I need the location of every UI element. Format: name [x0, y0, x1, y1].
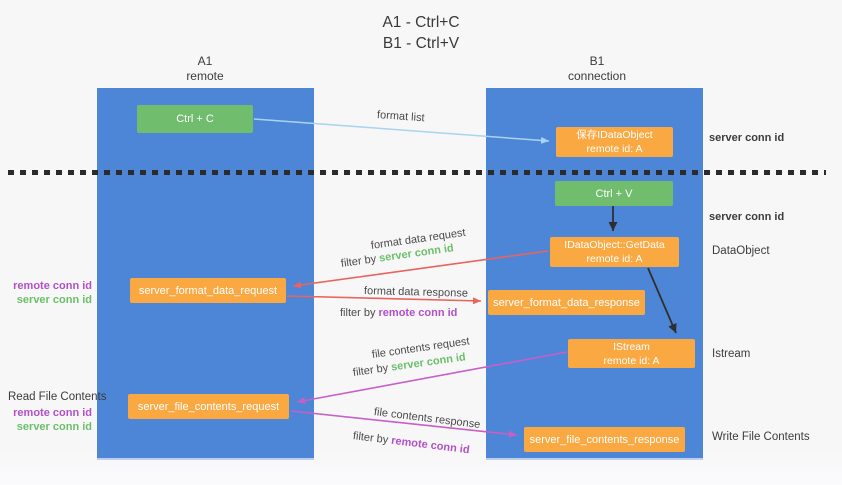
- node-istream-line2: remote id: A: [603, 354, 660, 367]
- label-server-conn-id-1: server conn id: [16, 294, 92, 306]
- label-read-file-contents: Read File Contents: [8, 391, 107, 403]
- label-remote-conn-id-1: remote conn id: [13, 280, 92, 292]
- node-getdata-line1: IDataObject::GetData: [564, 239, 665, 251]
- node-file-request-label: server_file_contents_request: [137, 400, 280, 413]
- node-ctrl-c-label: Ctrl + C: [176, 113, 214, 125]
- node-save-idataobject-line1: 保存IDataObject: [576, 129, 653, 141]
- node-file-response-label: server_file_contents_response: [529, 433, 680, 446]
- node-format-response-label: server_format_data_response: [493, 296, 640, 309]
- node-server-format-data-request: server_format_data_request: [130, 278, 286, 303]
- title-line-a1: A1 - Ctrl+C: [382, 14, 460, 31]
- column-a1-title: A1: [197, 54, 213, 68]
- label-format-data-response: format data response: [363, 285, 469, 300]
- label-group-conn-ids-1: remote conn id server conn id: [0, 279, 92, 307]
- filter-prefix: filter by: [340, 253, 377, 270]
- column-b1-title: B1: [589, 54, 605, 68]
- label-write-file-contents: Write File Contents: [712, 431, 810, 443]
- column-a1-subtitle: remote: [186, 69, 224, 83]
- label-istream: Istream: [712, 348, 751, 360]
- filter-prefix: filter by: [352, 362, 389, 379]
- diagram-title: A1 - Ctrl+C B1 - Ctrl+V: [0, 12, 842, 54]
- label-server-conn-id-top: server conn id: [709, 132, 785, 144]
- title-line-b1: B1 - Ctrl+V: [382, 35, 460, 52]
- label-server-conn-id-mid: server conn id: [709, 211, 785, 223]
- column-header-a1: A1 remote: [145, 54, 265, 84]
- node-format-request-label: server_format_data_request: [138, 284, 278, 297]
- node-istream-line1: IStream: [613, 340, 650, 353]
- label-filter-remote-conn-1: filter by remote conn id: [340, 307, 457, 319]
- label-remote-conn-id-2: remote conn id: [13, 407, 92, 419]
- label-filter-remote-conn-2: filter by remote conn id: [352, 430, 470, 456]
- node-ctrl-v: Ctrl + V: [555, 181, 673, 206]
- node-istream: IStream remote id: A: [568, 339, 695, 368]
- label-group-conn-ids-2: remote conn id server conn id: [0, 406, 92, 434]
- node-idataobject-getdata: IDataObject::GetData remote id: A: [550, 237, 679, 267]
- node-save-idataobject: 保存IDataObject remote id: A: [556, 127, 673, 157]
- column-header-b1: B1 connection: [537, 54, 657, 84]
- node-ctrl-c: Ctrl + C: [137, 105, 253, 133]
- node-ctrl-v-label: Ctrl + V: [595, 187, 633, 200]
- node-server-file-contents-response: server_file_contents_response: [524, 427, 685, 452]
- filter-prefix: filter by: [340, 307, 376, 319]
- column-b1-subtitle: connection: [567, 69, 627, 83]
- node-getdata-line2: remote id: A: [586, 253, 643, 265]
- label-file-contents-response: file contents response: [373, 406, 481, 431]
- dotted-separator: [8, 170, 826, 175]
- node-server-file-contents-request: server_file_contents_request: [128, 394, 289, 419]
- node-server-format-data-response: server_format_data_response: [488, 290, 645, 315]
- filter-prefix: filter by: [352, 430, 389, 447]
- filter-key-remote-conn-id: remote conn id: [390, 434, 471, 457]
- label-dataobject: DataObject: [712, 245, 770, 257]
- label-server-conn-id-2: server conn id: [16, 421, 92, 433]
- node-save-idataobject-line2: remote id: A: [586, 143, 643, 155]
- filter-key-remote-conn-id: remote conn id: [378, 307, 458, 319]
- label-format-list: format list: [376, 109, 425, 125]
